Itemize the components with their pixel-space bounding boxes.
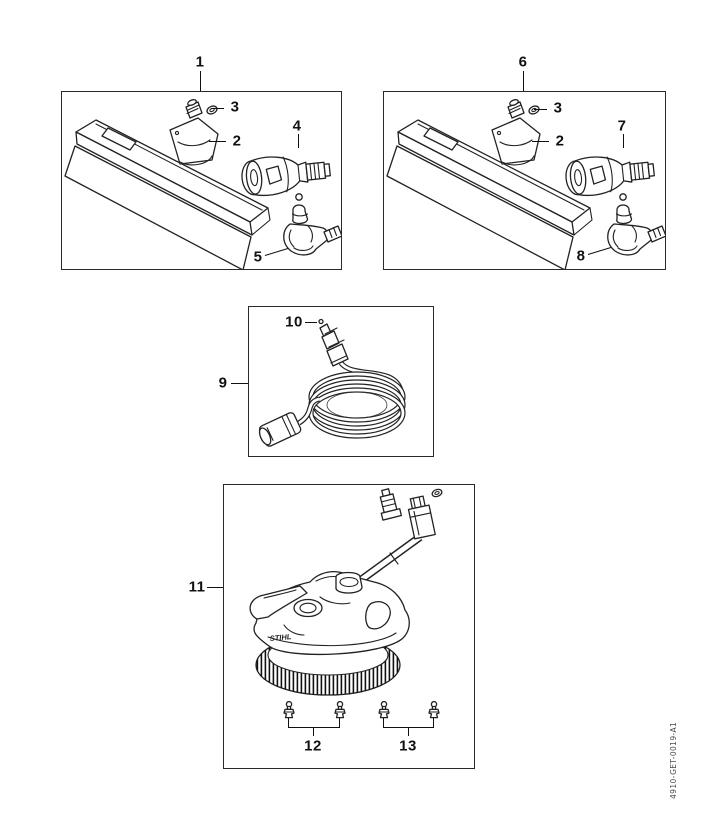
leader-line — [523, 71, 525, 91]
callout-7: 7 — [617, 117, 627, 135]
drawing-number: 4910-GET-0019-A1 — [669, 721, 678, 799]
parts-box-11: STIHL — [223, 484, 475, 769]
callout-10: 10 — [285, 313, 303, 331]
bracket-12 — [339, 718, 341, 728]
coupling-sleeve — [407, 495, 436, 540]
hose-coil — [297, 361, 406, 439]
leader-line — [207, 587, 223, 589]
o-ring — [431, 488, 443, 498]
angled-nozzle-drawing — [607, 193, 665, 256]
leader-line — [298, 134, 300, 148]
parts-box-6 — [383, 91, 666, 270]
callout-5: 5 — [253, 248, 263, 266]
leader-line — [211, 108, 224, 110]
callout-2b: 2 — [555, 132, 565, 150]
brand-logo: STIHL — [269, 632, 292, 643]
leader-line — [200, 71, 202, 91]
nozzle-insert — [334, 701, 346, 719]
cleaner-lance — [351, 533, 423, 589]
callout-3b: 3 — [553, 99, 563, 117]
leader-line — [209, 141, 226, 143]
cleaner-dome: STIHL — [249, 571, 410, 656]
leader-line — [623, 134, 625, 148]
callout-9: 9 — [218, 374, 228, 392]
callout-11: 11 — [188, 578, 206, 596]
surface-cleaner-drawing: STIHL — [249, 488, 443, 719]
leader-line — [305, 322, 317, 324]
callout-6: 6 — [518, 53, 528, 71]
bracket-12 — [313, 727, 315, 736]
wash-brush-drawing — [64, 98, 271, 269]
parts-box-9 — [248, 306, 434, 457]
bracket-13 — [433, 718, 435, 728]
leader-line — [231, 383, 248, 385]
bracket-13 — [383, 718, 385, 728]
hose-coupling-end — [258, 412, 302, 447]
wash-brush-drawing — [386, 98, 593, 269]
bracket-13 — [408, 727, 410, 736]
nozzle-insert — [378, 701, 390, 719]
callout-4: 4 — [292, 117, 302, 135]
callout-13: 13 — [399, 737, 417, 755]
quick-connect-plug — [379, 488, 403, 521]
callout-3a: 3 — [230, 98, 240, 116]
rotating-nozzle-drawing — [565, 150, 657, 199]
spray-hose-drawing — [258, 318, 406, 447]
bracket-12 — [288, 718, 290, 728]
callout-12: 12 — [304, 737, 322, 755]
nozzle-insert — [283, 701, 295, 719]
hose-nozzle-end — [318, 318, 349, 367]
leader-line — [534, 109, 547, 111]
callout-8: 8 — [576, 247, 586, 265]
leader-line — [532, 141, 549, 143]
nozzle-insert — [428, 701, 440, 719]
callout-2a: 2 — [232, 132, 242, 150]
angled-nozzle-drawing — [283, 193, 341, 256]
parts-box-1 — [61, 91, 342, 270]
rotating-nozzle-drawing — [241, 150, 333, 199]
callout-1: 1 — [195, 53, 205, 71]
